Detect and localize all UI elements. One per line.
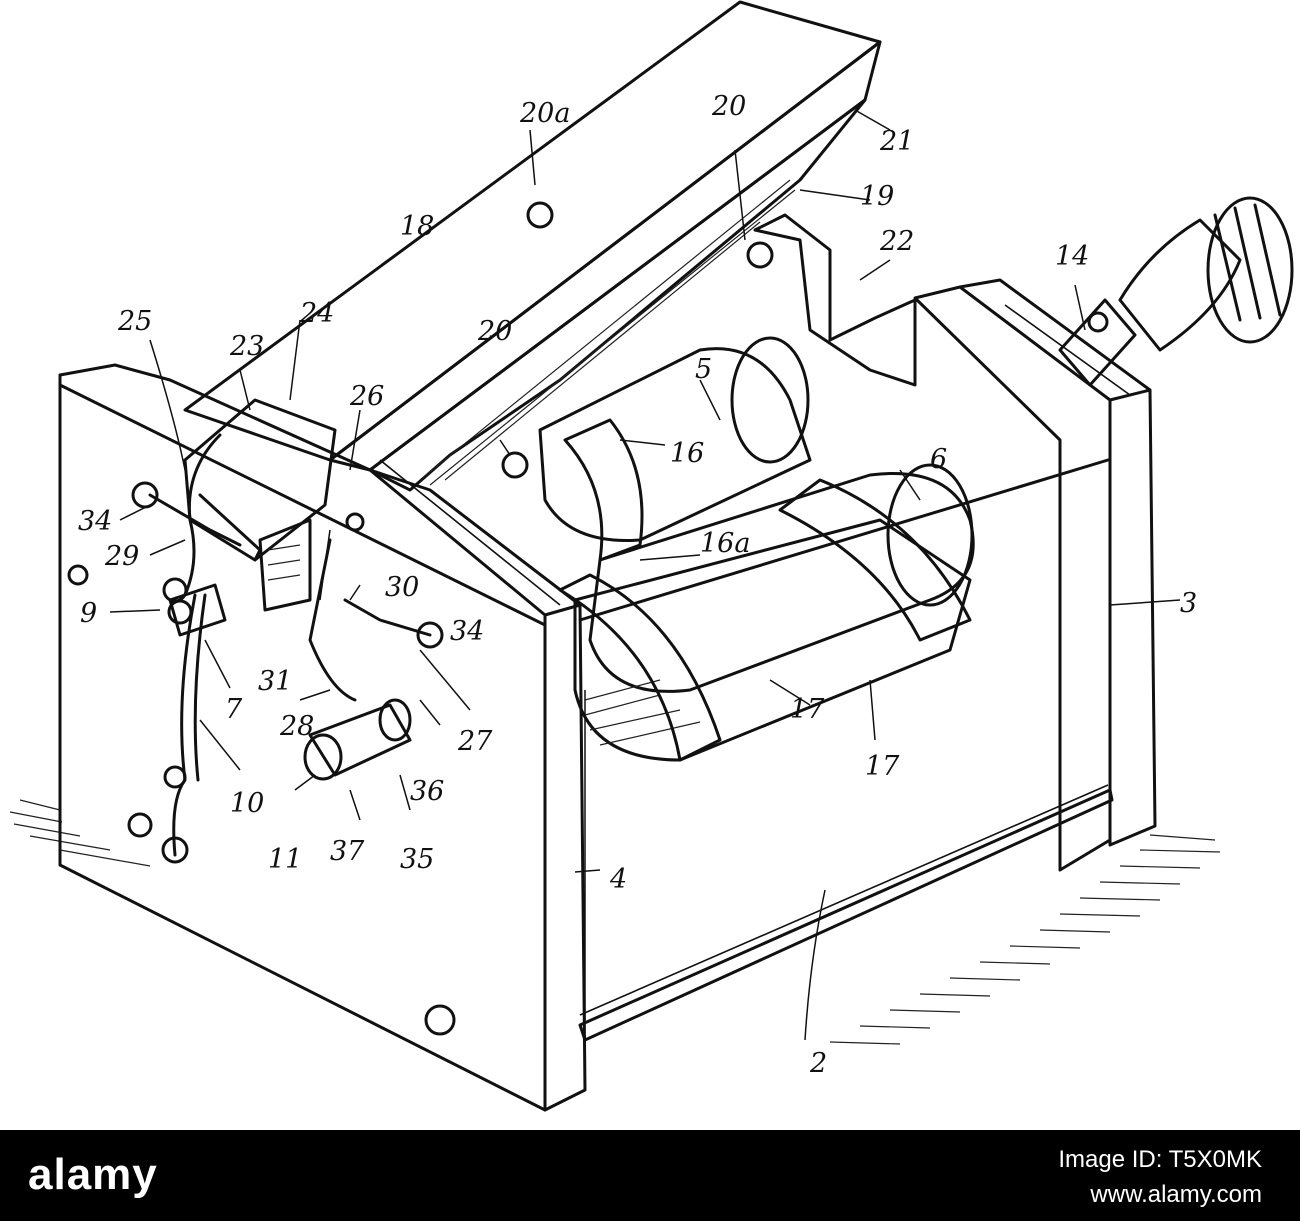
- label-10: 10: [230, 788, 264, 819]
- spring-clip: [162, 577, 227, 857]
- label-11: 11: [268, 844, 302, 875]
- label-2: 2: [809, 1048, 827, 1079]
- label-22: 22: [879, 226, 914, 257]
- label-16: 16: [670, 438, 704, 469]
- base-plate: [578, 458, 1114, 1042]
- label-28: 28: [279, 711, 314, 742]
- wires-and-knob: [148, 433, 432, 781]
- label-17b: 17: [865, 751, 900, 782]
- label-21: 21: [879, 126, 914, 157]
- label-29: 29: [104, 541, 139, 572]
- label-31: 31: [258, 666, 292, 697]
- label-18: 18: [400, 211, 434, 242]
- label-27: 27: [457, 726, 493, 757]
- label-37: 37: [330, 836, 365, 867]
- crank-handle: [1058, 196, 1294, 387]
- roller-5: [538, 336, 812, 542]
- label-4: 4: [609, 864, 627, 895]
- lid: [183, 0, 882, 492]
- roller-6: [588, 463, 975, 693]
- ground-shadow: [9, 799, 1221, 1045]
- label-25: 25: [117, 306, 152, 337]
- label-34-right: 34: [450, 616, 484, 647]
- label-26: 26: [349, 381, 384, 412]
- label-20-top: 20: [711, 91, 746, 122]
- patent-drawing: 20a 20 21 19 18 22 14 24 25 23 20 5 26 1…: [9, 0, 1294, 1112]
- latch-assembly: [183, 398, 337, 612]
- label-35: 35: [400, 844, 434, 875]
- label-30: 30: [385, 572, 419, 603]
- stock-logo: alamy: [28, 1150, 158, 1199]
- label-7: 7: [225, 694, 243, 725]
- left-end-block: [58, 363, 587, 1112]
- label-9: 9: [80, 598, 97, 629]
- reference-labels: 20a 20 21 19 18 22 14 24 25 23 20 5 26 1…: [78, 91, 1197, 1079]
- label-6: 6: [930, 444, 947, 475]
- label-5: 5: [695, 354, 712, 385]
- leader-lines: [109, 109, 1181, 1041]
- label-36: 36: [410, 776, 444, 807]
- band-16: [563, 418, 644, 562]
- image-id-text: Image ID: T5X0MK: [1058, 1146, 1262, 1173]
- label-23: 23: [229, 331, 264, 362]
- label-3: 3: [1180, 588, 1197, 619]
- label-24: 24: [299, 298, 334, 329]
- label-17a: 17: [790, 694, 825, 725]
- image-url-text: www.alamy.com: [1090, 1181, 1262, 1208]
- label-19: 19: [860, 181, 894, 212]
- roller-lower: [573, 518, 972, 762]
- machine-illustration: 20a 20 21 19 18 22 14 24 25 23 20 5 26 1…: [9, 0, 1294, 1112]
- right-side-wall: [753, 213, 1157, 872]
- stock-footer-bar: [0, 1130, 1300, 1221]
- label-20-mid: 20: [477, 316, 512, 347]
- label-14: 14: [1055, 241, 1089, 272]
- label-20a: 20a: [519, 98, 570, 129]
- band-16a: [558, 478, 972, 762]
- label-34-left: 34: [78, 506, 112, 537]
- label-16a: 16a: [700, 528, 750, 559]
